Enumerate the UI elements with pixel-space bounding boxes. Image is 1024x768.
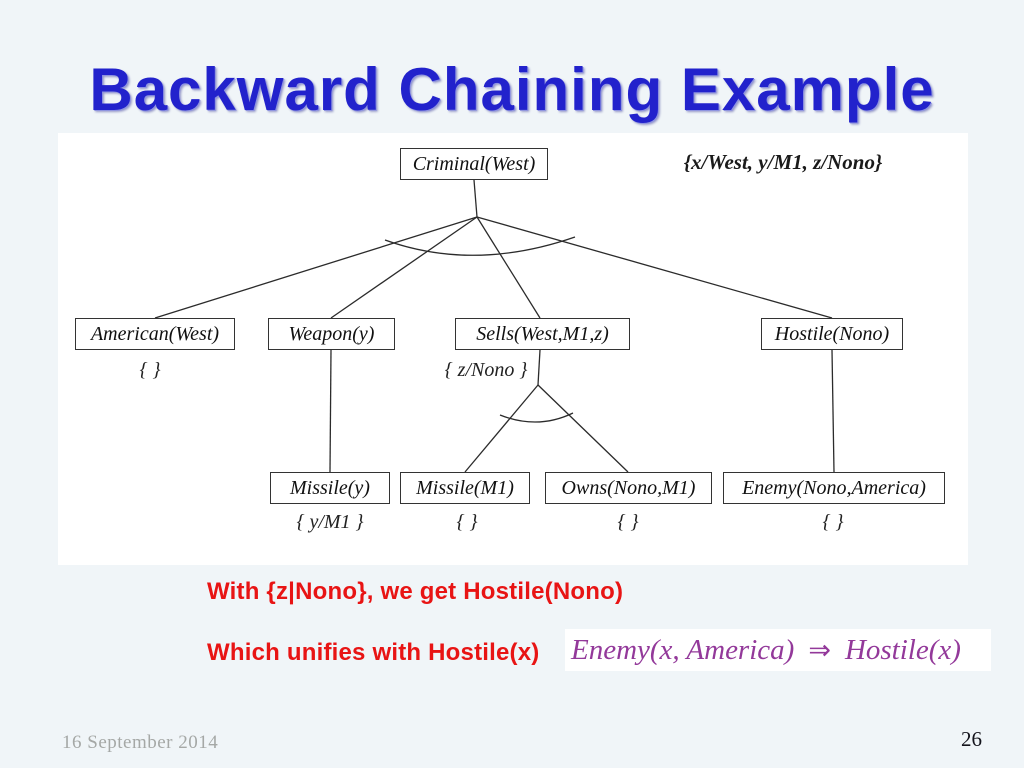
inference-tree-panel: {x/West, y/M1, z/Nono} Criminal(West) Am…	[58, 133, 968, 565]
node-american-west: American(West)	[75, 318, 235, 350]
subst-owns: { }	[617, 510, 639, 533]
subst-missile-m1: { }	[456, 510, 478, 533]
footer-date: 16 September 2014	[62, 732, 219, 753]
tree-edges	[154, 179, 835, 473]
node-enemy-nono-america: Enemy(Nono,America)	[723, 472, 945, 504]
subst-missile-y: { y/M1 }	[296, 510, 364, 533]
formula-lhs: Enemy(x, America)	[571, 633, 795, 666]
implies-arrow: ⇒	[808, 634, 831, 665]
node-hostile-nono: Hostile(Nono)	[761, 318, 903, 350]
page-number: 26	[961, 727, 982, 751]
node-owns-nono-m1: Owns(Nono,M1)	[545, 472, 712, 504]
note-line-1: With {z|Nono}, we get Hostile(Nono)	[207, 578, 624, 605]
slide-title: Backward Chaining Example	[89, 56, 935, 123]
subst-american: { }	[139, 358, 161, 381]
subst-sells-z-nono: { z/Nono }	[444, 358, 528, 381]
substitution-annotation: {x/West, y/M1, z/Nono}	[683, 149, 883, 174]
node-weapon-y: Weapon(y)	[268, 318, 395, 350]
note-line-2: Which unifies with Hostile(x)	[207, 639, 540, 666]
subst-enemy: { }	[822, 510, 844, 533]
node-missile-y: Missile(y)	[270, 472, 390, 504]
node-sells-west-m1-z: Sells(West,M1,z)	[455, 318, 630, 350]
formula-rhs: Hostile(x)	[844, 633, 961, 666]
node-criminal-west: Criminal(West)	[400, 148, 548, 180]
node-missile-m1: Missile(M1)	[400, 472, 530, 504]
implication-formula: Enemy(x, America) ⇒ Hostile(x)	[565, 629, 991, 671]
